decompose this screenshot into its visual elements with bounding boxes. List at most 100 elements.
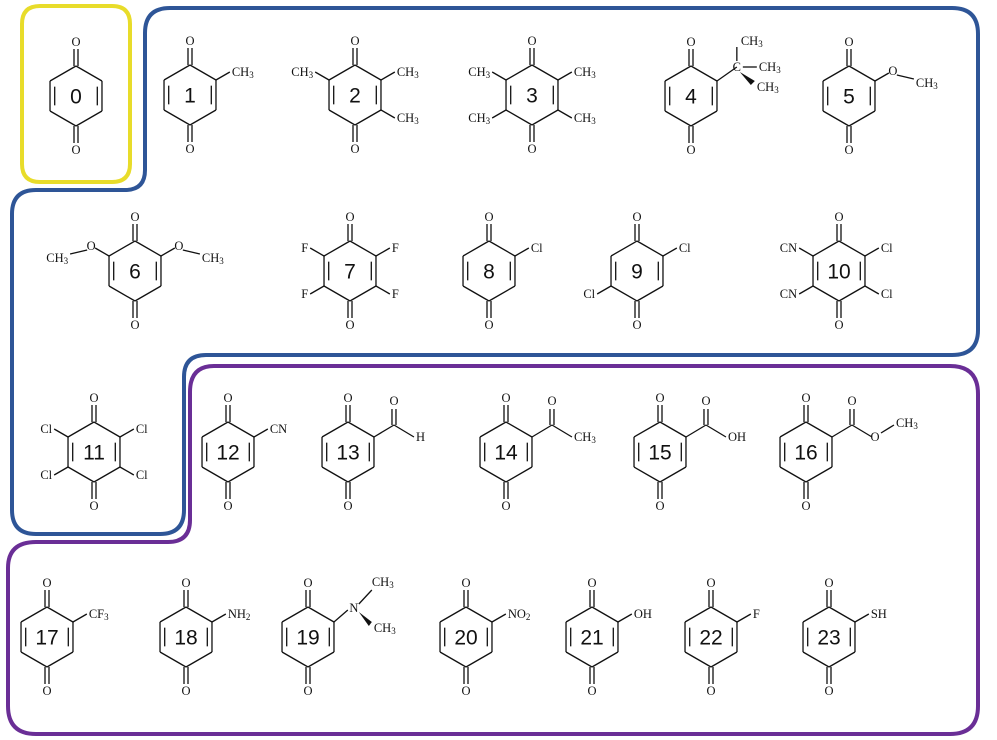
- ring-bond: [779, 421, 807, 438]
- ring-bond: [347, 466, 375, 483]
- ring-bond: [49, 65, 77, 82]
- ring-bond: [465, 606, 493, 623]
- substituent-f: F: [753, 607, 760, 621]
- substituent-bond: [393, 424, 415, 438]
- oxygen-label: O: [87, 239, 96, 253]
- ring-bond: [848, 65, 876, 82]
- substituent-bond: [375, 285, 391, 295]
- oxygen-label: O: [587, 684, 596, 698]
- compound-number: 17: [35, 627, 58, 650]
- ring-bond: [479, 421, 507, 438]
- oxygen-label: O: [834, 210, 843, 224]
- terminal-group-label: OH: [728, 430, 746, 444]
- substituent-bond: [798, 247, 814, 257]
- ring-bond: [812, 285, 840, 302]
- substituent-bond: [253, 428, 269, 438]
- oxygen-label: O: [527, 34, 536, 48]
- oxygen-label: O: [632, 210, 641, 224]
- compound-number: 18: [174, 627, 197, 650]
- ring-bond: [479, 466, 507, 483]
- ring-bond: [347, 421, 375, 438]
- oxygen-label: O: [801, 499, 810, 513]
- substituent-bond: [716, 66, 738, 82]
- methyl-label: CH3: [741, 34, 763, 49]
- methyl-label: CH3: [372, 575, 394, 590]
- ring-bond: [93, 466, 121, 483]
- substituent-bond: [380, 71, 396, 81]
- compound-number: 22: [699, 627, 722, 650]
- ring-bond: [828, 651, 856, 668]
- oxygen-label: O: [89, 391, 98, 405]
- ring-bond: [281, 606, 309, 623]
- ring-bond: [307, 606, 335, 623]
- substituent-bond: [119, 428, 135, 438]
- oxygen-label: O: [824, 684, 833, 698]
- oxygen-label: O: [527, 142, 536, 156]
- ring-bond: [321, 466, 349, 483]
- compound-number: 13: [336, 442, 359, 465]
- ring-bond: [462, 285, 490, 302]
- substituent-bond: [309, 247, 325, 257]
- ring-bond: [75, 65, 103, 82]
- ring-bond: [636, 240, 664, 257]
- ring-bond: [690, 65, 718, 82]
- compound-number: 21: [580, 627, 603, 650]
- ring-bond: [633, 466, 661, 483]
- ring-bond: [802, 606, 830, 623]
- ring-bond: [805, 421, 833, 438]
- ring-bond: [838, 240, 866, 257]
- quaternary-carbon-label: C: [733, 60, 741, 74]
- ring-bond: [354, 64, 382, 81]
- substituent-bond: [333, 609, 349, 623]
- ring-bond: [163, 109, 191, 126]
- oxygen-label: O: [71, 35, 80, 49]
- substituent-ch3: CH3: [574, 65, 596, 80]
- ring-bond: [465, 651, 493, 668]
- oxygen-label: O: [350, 142, 359, 156]
- substituent-cl: Cl: [136, 468, 148, 482]
- substituent-bond: [896, 74, 915, 80]
- substituent-bond: [491, 109, 507, 119]
- substituent-bond: [380, 109, 396, 119]
- substituent-bond: [491, 613, 507, 623]
- nitrogen-label: N: [349, 601, 358, 615]
- compound-number: 1: [184, 85, 196, 108]
- substituent-bond: [375, 247, 391, 257]
- substituent-bond: [880, 424, 895, 434]
- oxygen-label: O: [185, 142, 194, 156]
- ring-bond: [189, 64, 217, 81]
- ring-bond: [710, 606, 738, 623]
- wedge-bond: [739, 72, 755, 85]
- ring-bond: [185, 606, 213, 623]
- substituent-cn: CN: [780, 241, 797, 255]
- oxygen-label: O: [223, 499, 232, 513]
- ring-bond: [163, 64, 191, 81]
- ring-bond: [610, 240, 638, 257]
- compound-number: 4: [685, 86, 697, 109]
- oxygen-label: O: [801, 391, 810, 405]
- ring-bond: [779, 466, 807, 483]
- ring-bond: [75, 110, 103, 127]
- oxygen-label: O: [181, 684, 190, 698]
- substituent-bond: [94, 247, 110, 257]
- ring-bond: [159, 606, 187, 623]
- substituent-bond: [617, 613, 633, 623]
- oxygen-label: O: [706, 684, 715, 698]
- ring-bond: [227, 466, 255, 483]
- oxygen-label: O: [42, 576, 51, 590]
- oxygen-label: O: [888, 64, 897, 78]
- substituent-bond: [864, 247, 880, 257]
- substituent-bond: [705, 424, 727, 438]
- oxygen-label: O: [89, 499, 98, 513]
- ring-bond: [488, 240, 516, 257]
- substituent-bond: [864, 285, 880, 295]
- substituent-ch3: CH3: [291, 65, 313, 80]
- ring-bond: [201, 466, 229, 483]
- substituent-bond: [557, 109, 573, 119]
